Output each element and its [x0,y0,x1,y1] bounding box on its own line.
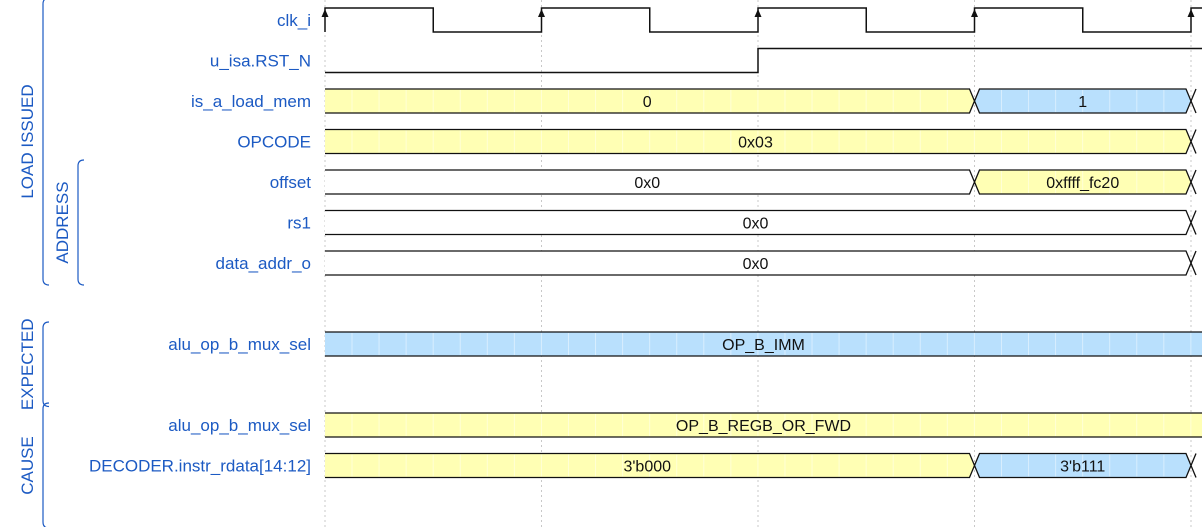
bus-segment [325,453,975,478]
rising-edge-arrow-icon [971,9,978,17]
signal-label: alu_op_b_mux_sel [168,416,311,435]
bus-outline [325,331,1202,357]
signal-label: rs1 [287,214,311,233]
rising-edge-arrow-icon [321,9,329,17]
bus-transition-stub [1190,250,1197,276]
signal-rs1: 0x0 [325,209,1197,236]
rising-edge-arrow-icon [538,9,545,17]
bus-value: 0x0 [634,175,660,192]
signal-clk-i [321,7,1202,33]
bus-value: OP_B_IMM [722,337,805,354]
signal-alu-op-b-mux-sel: OP_B_REGB_OR_FWD [325,412,1202,438]
signal-decoder-instr-rdata-14-12-: 3'b000 3'b111 [325,452,1197,479]
bus-value: OP_B_REGB_OR_FWD [676,418,851,435]
clock-waveform [324,7,1202,33]
group-label: LOAD ISSUED [18,84,37,198]
bus-segment [974,170,1191,194]
bus-value: 0x0 [743,256,769,273]
signal-label: data_addr_o [216,254,311,273]
bit-waveform [325,47,1202,74]
bus-segment [325,89,975,113]
bus-segment [325,170,975,194]
bus-value: 3'b111 [1060,459,1105,476]
signal-label: clk_i [277,11,311,30]
bus-segment [325,251,1191,275]
bus-transition-stub [1190,129,1197,154]
bus-transition-stub [1190,453,1197,478]
bus-segment [325,413,1202,437]
bus-transition-stub [1190,210,1197,235]
bus-value: 0xffff_fc20 [1046,175,1119,192]
signal-offset: 0x0 0xffff_fc20 [325,169,1197,195]
group-label: EXPECTED [18,318,37,410]
rising-edge-arrow-icon [1187,9,1195,17]
signal-label: is_a_load_mem [191,92,311,111]
bus-value: 0 [643,94,652,111]
bus-segment [325,129,1191,154]
group-bracket [42,321,50,408]
bus-value: 0x03 [738,135,773,152]
signal-data-addr-o: 0x0 [325,250,1197,276]
signal-label: offset [270,173,312,192]
bus-transition-stub [1190,169,1197,195]
signal-label: u_isa.RST_N [210,52,311,71]
bus-value: 0x0 [743,216,769,233]
group-label: ADDRESS [53,181,72,263]
bus-segment [325,332,1202,356]
group-bracket [42,402,50,527]
bus-segment [974,89,1191,113]
rising-edge-arrow-icon [754,9,762,17]
signal-opcode: 0x03 [325,128,1197,155]
group-label: CAUSE [18,436,37,495]
bus-value: 1 [1078,94,1087,111]
bus-segment [325,210,1191,235]
signal-label: DECODER.instr_rdata[14:12] [89,457,311,476]
group-bracket [42,0,50,286]
signal-u-isa-rst-n [325,47,1202,74]
bus-outline [325,412,1202,438]
signal-label: alu_op_b_mux_sel [168,335,311,354]
bus-value: 3'b000 [623,459,671,476]
signal-label: OPCODE [237,133,311,152]
bus-transition-stub [1190,88,1197,114]
bus-segment [974,453,1191,478]
group-bracket [77,159,85,286]
signal-alu-op-b-mux-sel: OP_B_IMM [325,331,1202,357]
group-brackets: LOAD ISSUED ADDRESS EXPECTED CAUSE [18,0,85,527]
